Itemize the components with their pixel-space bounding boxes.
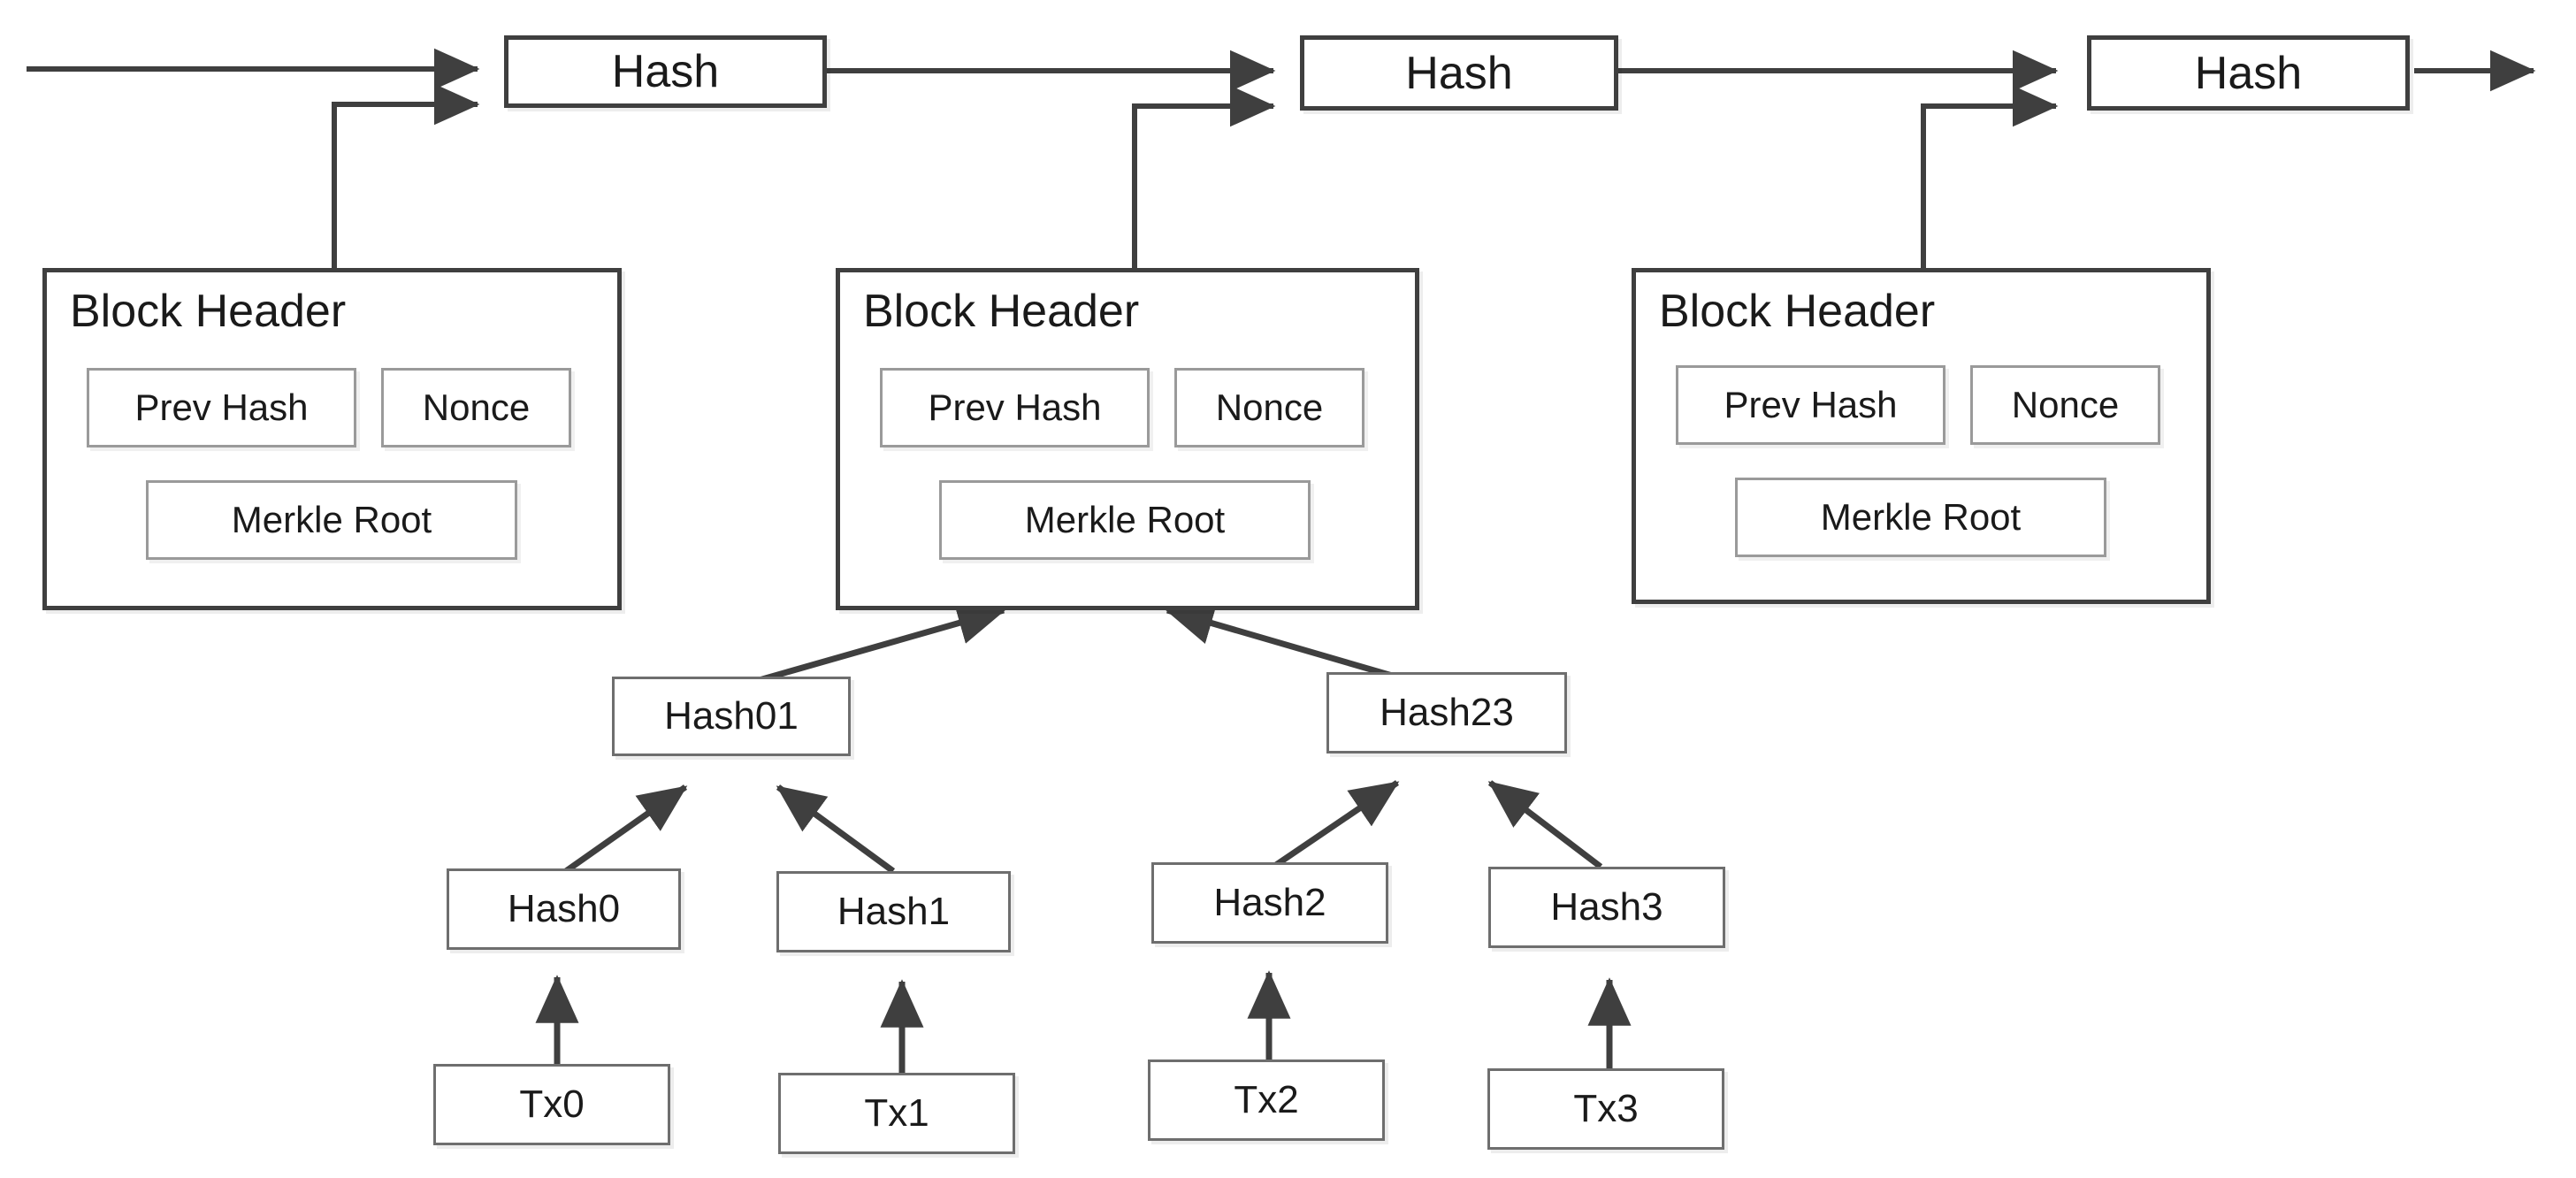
hash-chain-box-2[interactable]: Hash (1300, 35, 1618, 111)
block-header-title: Block Header (863, 286, 1140, 337)
merkle-root-label: Merkle Root (1820, 496, 2022, 538)
transaction-label: Tx3 (1573, 1087, 1639, 1130)
nonce-field[interactable]: Nonce (1970, 365, 2160, 445)
nonce-field[interactable]: Nonce (1174, 368, 1364, 447)
merkle-node-hash23[interactable]: Hash23 (1326, 672, 1567, 753)
block-header-title: Block Header (1659, 286, 1936, 337)
nonce-label: Nonce (2011, 384, 2120, 425)
block-header-2[interactable]: Block Header Prev Hash Nonce Merkle Root (836, 268, 1419, 610)
merkle-node-label: Hash23 (1380, 691, 1514, 734)
hash-chain-label: Hash (2194, 47, 2303, 99)
merkle-root-field[interactable]: Merkle Root (939, 480, 1311, 560)
transaction-node-tx2[interactable]: Tx2 (1148, 1059, 1385, 1141)
merkle-leaf-label: Hash1 (837, 890, 951, 933)
edge-block1-hash1 (332, 83, 480, 270)
hash-chain-label: Hash (1405, 47, 1513, 99)
hash-chain-label: Hash (611, 46, 720, 97)
transaction-label: Tx0 (519, 1082, 585, 1126)
hash-chain-box-3[interactable]: Hash (2087, 35, 2410, 111)
merkle-root-label: Merkle Root (231, 499, 432, 540)
transaction-node-tx1[interactable]: Tx1 (778, 1073, 1015, 1154)
transaction-label: Tx2 (1234, 1078, 1299, 1121)
prev-hash-label: Prev Hash (928, 386, 1102, 428)
edge-hash01-merkleroot (755, 601, 1006, 685)
block-header-3[interactable]: Block Header Prev Hash Nonce Merkle Root (1632, 268, 2211, 604)
merkle-leaf-hash0[interactable]: Hash0 (447, 868, 681, 950)
transaction-node-tx3[interactable]: Tx3 (1487, 1068, 1724, 1150)
merkle-node-hash01[interactable]: Hash01 (612, 677, 851, 756)
nonce-label: Nonce (422, 386, 531, 428)
edge-block3-hash3 (1921, 85, 2059, 270)
prev-hash-field[interactable]: Prev Hash (87, 368, 356, 447)
block-header-title: Block Header (70, 286, 347, 337)
merkle-leaf-label: Hash2 (1213, 881, 1326, 924)
merkle-leaf-label: Hash3 (1550, 885, 1663, 929)
nonce-field[interactable]: Nonce (381, 368, 571, 447)
merkle-leaf-hash3[interactable]: Hash3 (1488, 867, 1725, 948)
merkle-root-label: Merkle Root (1024, 499, 1226, 540)
nonce-label: Nonce (1215, 386, 1324, 428)
block-header-1[interactable]: Block Header Prev Hash Nonce Merkle Root (42, 268, 622, 610)
transaction-label: Tx1 (864, 1091, 929, 1135)
prev-hash-field[interactable]: Prev Hash (1676, 365, 1945, 445)
edge-hash23-merkleroot (1165, 601, 1411, 685)
merkle-root-field[interactable]: Merkle Root (146, 480, 517, 560)
edge-hash2-hash23 (1272, 780, 1400, 869)
merkle-leaf-hash1[interactable]: Hash1 (776, 871, 1011, 952)
prev-hash-label: Prev Hash (134, 386, 309, 428)
merkle-leaf-hash2[interactable]: Hash2 (1151, 862, 1388, 944)
merkle-root-field[interactable]: Merkle Root (1735, 478, 2106, 557)
prev-hash-label: Prev Hash (1724, 384, 1898, 425)
hash-chain-box-1[interactable]: Hash (504, 35, 827, 108)
transaction-node-tx0[interactable]: Tx0 (433, 1064, 670, 1145)
edge-block2-hash2 (1132, 85, 1276, 270)
merkle-node-label: Hash01 (664, 694, 799, 738)
edge-hash3-hash23 (1487, 780, 1603, 869)
edge-hash1-hash01 (776, 784, 896, 874)
prev-hash-field[interactable]: Prev Hash (880, 368, 1150, 447)
edge-hash0-hash01 (563, 784, 688, 874)
merkle-leaf-label: Hash0 (507, 887, 621, 930)
